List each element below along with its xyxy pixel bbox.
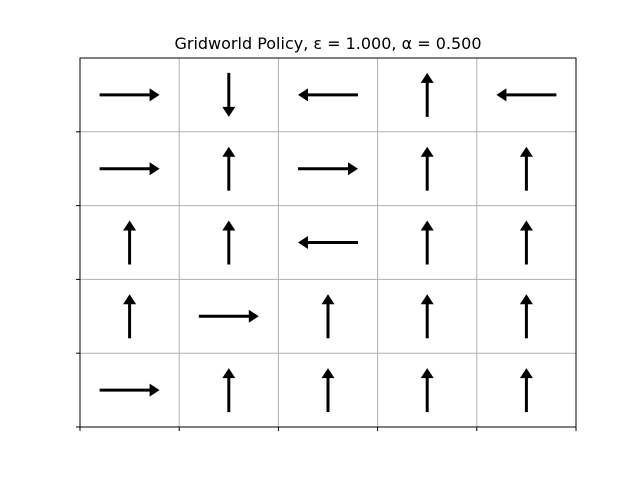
arrow-head [321,368,335,379]
arrow-head [222,220,236,231]
arrow-head [222,146,236,157]
arrow-head [123,220,137,231]
arrow-head [496,88,507,102]
arrow-head [348,162,358,176]
arrow-head [420,368,434,379]
policy-arrow-up [321,368,335,413]
policy-arrow-right [99,162,160,176]
policy-arrow-up [519,368,533,413]
arrow-head [149,383,160,397]
policy-arrow-up [519,220,533,265]
policy-arrow-left [496,88,557,102]
arrow-head [420,146,434,157]
policy-arrow-up [321,294,335,339]
chart-title: Gridworld Policy, ε = 1.000, α = 0.500 [174,34,481,53]
arrow-head [420,72,434,83]
policy-arrow-up [222,146,236,191]
arrow-head [149,162,160,176]
arrow-head [298,88,308,102]
policy-arrow-up [222,368,236,413]
policy-arrow-down [222,72,236,117]
arrow-head [519,146,533,157]
policy-arrow-right [99,383,160,397]
policy-arrow-up [420,294,434,339]
policy-arrow-up [123,220,137,265]
axis-ticks [76,131,577,431]
policy-arrow-right [198,309,259,323]
arrow-head [519,220,533,231]
arrow-head [298,236,308,249]
policy-arrow-up [420,72,434,117]
arrow-head [123,294,137,305]
arrow-head [248,309,259,323]
arrow-head [149,88,160,102]
policy-arrow-right [298,162,358,176]
policy-arrow-up [420,368,434,413]
policy-arrow-left [298,236,358,249]
arrow-head [222,368,236,379]
policy-arrow-up [222,220,236,265]
policy-arrow-right [99,88,160,102]
arrow-head [222,106,236,117]
arrow-head [519,294,533,305]
policy-arrow-left [298,88,358,102]
arrow-head [420,220,434,231]
policy-arrows [99,72,557,413]
policy-arrow-up [519,146,533,191]
policy-arrow-up [420,146,434,191]
policy-arrow-up [123,294,137,339]
grid-lines [80,58,576,427]
arrow-head [519,368,533,379]
arrow-head [321,294,335,305]
policy-arrow-up [519,294,533,339]
policy-arrow-up [420,220,434,265]
arrow-head [420,294,434,305]
plot-frame [79,57,577,428]
